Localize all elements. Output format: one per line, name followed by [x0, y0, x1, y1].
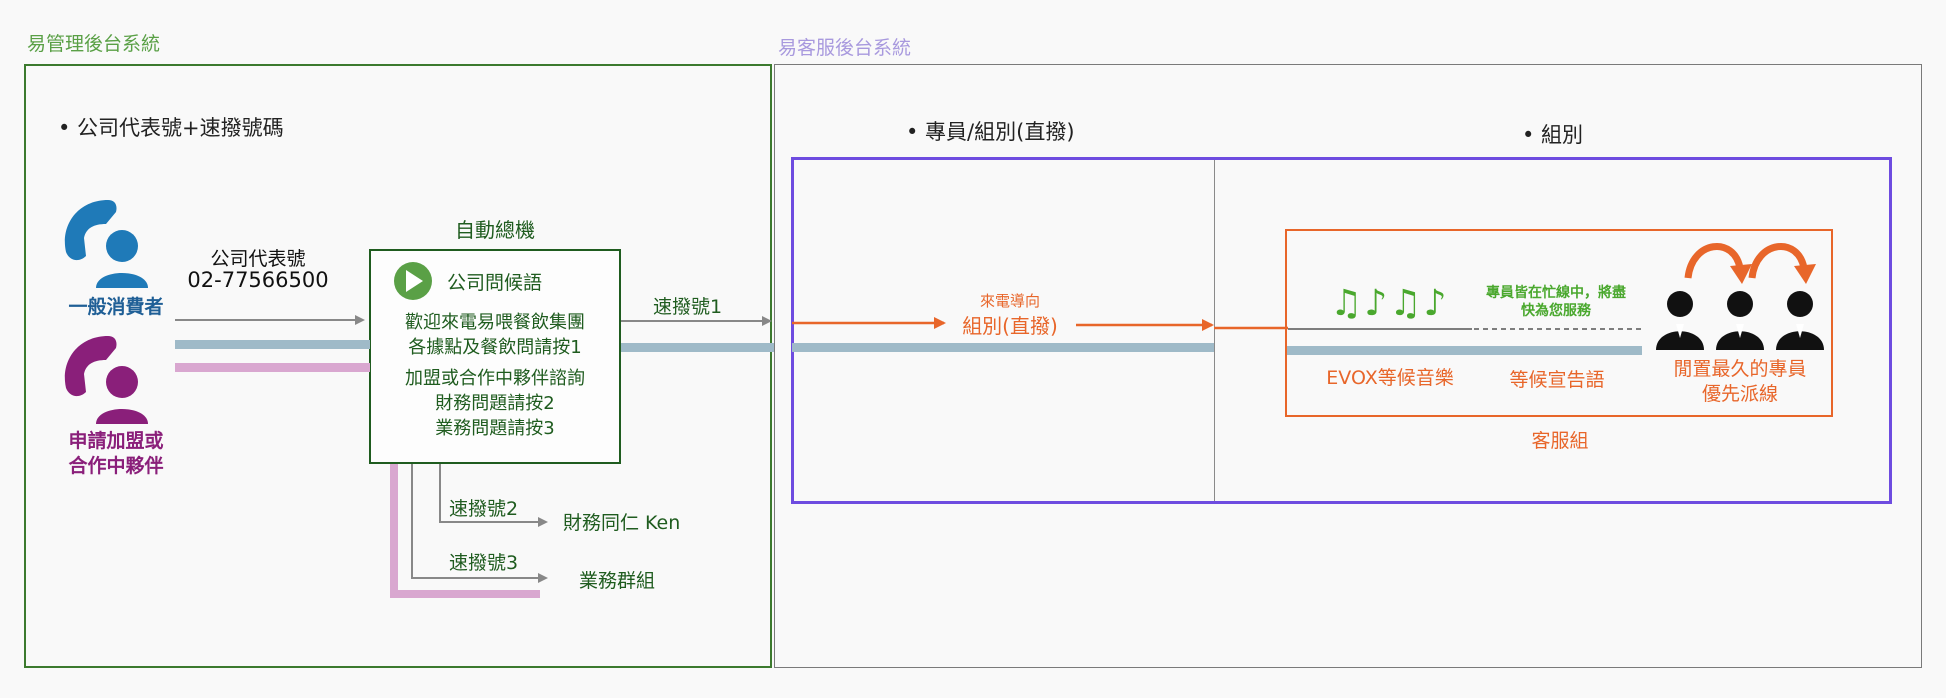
main-flow-band [621, 343, 774, 352]
group-flow-band [1287, 346, 1642, 355]
left-system-title: 易管理後台系統 [27, 33, 161, 55]
sales-target: 業務群組 [579, 570, 656, 592]
partner-bottom-band [390, 590, 540, 598]
partner-label-line2: 合作中夥伴 [68, 455, 164, 477]
ivr-line-5: 業務問題請按3 [435, 418, 555, 439]
busy-message-line2: 快為您服務 [1521, 303, 1591, 319]
ivr-title: 自動總機 [455, 218, 535, 242]
company-number: 02-77566500 [187, 268, 329, 292]
ivr-line-3: 加盟或合作中夥伴諮詢 [405, 368, 585, 389]
partner-label: 申請加盟或 合作中夥伴 [56, 429, 176, 479]
busy-message: 專員皆在忙線中，將盡 快為您服務 [1465, 284, 1647, 320]
idle-agent-line2: 優先派線 [1701, 383, 1778, 405]
direct-heading: • 專員/組別(直撥) [906, 120, 1075, 144]
consumer-label: 一般消費者 [68, 296, 164, 318]
finance-target: 財務同仁 Ken [563, 512, 681, 534]
play-icon [394, 262, 432, 300]
speed-dial-2-label: 速撥號2 [449, 498, 519, 520]
handoff-arrow-2-icon [1748, 243, 1808, 279]
main-flow-band-right [792, 343, 1214, 352]
redirect-label: 組別(直撥) [962, 314, 1058, 338]
partner-phone-icon [64, 336, 148, 424]
agent-icon [1716, 291, 1764, 350]
agent-icon [1656, 291, 1704, 350]
consumer-phone-icon [64, 200, 148, 288]
ivr-line-4: 財務問題請按2 [435, 393, 555, 414]
group-heading: • 組別 [1522, 123, 1584, 147]
left-system-panel [24, 64, 772, 668]
partner-vertical-band [390, 464, 398, 598]
handoff-arrow-1-icon [1684, 243, 1744, 279]
idle-agent-line1: 閒置最久的專員 [1673, 358, 1807, 380]
ivr-line-2: 各據點及餐飲問請按1 [408, 337, 582, 358]
ivr-line-1: 歡迎來電易喂餐飲集團 [405, 312, 585, 333]
service-group-box [1285, 229, 1833, 417]
group-label: 客服組 [1531, 430, 1589, 452]
partner-label-line1: 申請加盟或 [68, 430, 164, 452]
left-heading: • 公司代表號+速撥號碼 [58, 116, 284, 140]
partner-flow-band [175, 363, 370, 372]
busy-message-line1: 專員皆在忙線中，將盡 [1486, 285, 1626, 301]
music-notes-icon: ♫♪♫♪ [1330, 283, 1449, 324]
consumer-flow-band [175, 340, 370, 349]
agent-icon [1776, 291, 1824, 350]
speed-dial-3-label: 速撥號3 [449, 552, 519, 574]
company-number-label: 公司代表號 [210, 248, 306, 270]
speed-dial-1-label: 速撥號1 [653, 296, 723, 318]
distribution-box [791, 157, 1892, 504]
ivr-menu: 歡迎來電易喂餐飲集團 各據點及餐飲問請按1 加盟或合作中夥伴諮詢 財務問題請按2… [372, 310, 618, 441]
speed-dial-3-arrow [411, 464, 548, 583]
right-system-title: 易客服後台系統 [778, 37, 912, 59]
distribution-divider [1214, 160, 1215, 501]
idle-agent-label: 閒置最久的專員 優先派線 [1650, 357, 1830, 407]
greeting-label: 公司問候語 [447, 272, 543, 294]
redirect-small-label: 來電導向 [979, 292, 1040, 310]
right-system-panel [774, 64, 1922, 668]
announce-label: 等候宣告語 [1509, 369, 1605, 391]
speed-dial-2-arrow [439, 464, 548, 527]
music-label: EVOX等候音樂 [1326, 367, 1454, 389]
